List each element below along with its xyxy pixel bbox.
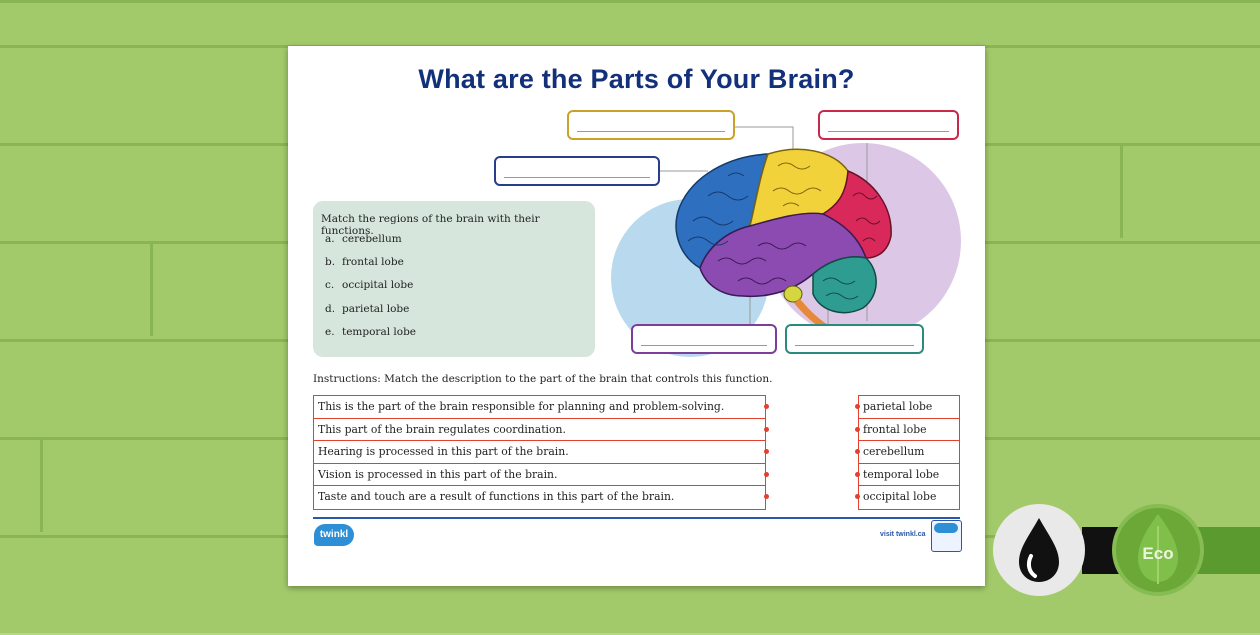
match-dot[interactable]: [764, 471, 769, 477]
wood-joint: [1120, 143, 1123, 238]
region-item: e. temporal lobe: [325, 321, 416, 344]
region-item: c. occipital lobe: [325, 274, 416, 297]
description-row: This part of the brain regulates coordin…: [314, 419, 769, 441]
footer-url: visit twinkl.ca: [880, 531, 926, 538]
region-name: frontal lobe: [342, 256, 404, 269]
brain-diagram: [611, 126, 961, 357]
match-dot[interactable]: [855, 471, 860, 477]
connector-line: [735, 126, 794, 150]
quality-badge-icon: [931, 520, 962, 552]
eco-badge[interactable]: Eco: [1112, 504, 1204, 596]
match-dot[interactable]: [855, 426, 860, 432]
region-item: a. cerebellum: [325, 228, 416, 251]
match-dot[interactable]: [764, 426, 769, 432]
footer-divider: [313, 517, 960, 519]
eco-label: Eco: [1142, 544, 1174, 563]
answer-row: temporal lobe: [855, 464, 959, 486]
region-item: b. frontal lobe: [325, 251, 416, 274]
task-heading: Match the regions of the brain with thei…: [321, 213, 540, 237]
twinkl-logo: twinkl: [314, 524, 354, 546]
wood-plank: [0, 0, 1260, 47]
region-key: e.: [325, 325, 335, 338]
ink-drop-icon: [1019, 518, 1059, 582]
region-item: d. parietal lobe: [325, 298, 416, 321]
description-row: Taste and touch are a result of function…: [314, 486, 769, 509]
region-name: temporal lobe: [342, 325, 417, 338]
region-key: b.: [325, 256, 336, 269]
region-name: cerebellum: [342, 233, 402, 245]
region-key: c.: [325, 279, 335, 292]
label-box-top-left[interactable]: [567, 110, 735, 140]
region-name: parietal lobe: [342, 302, 410, 315]
region-name: occipital lobe: [342, 279, 414, 292]
worksheet-title: What are the Parts of Your Brain?: [418, 64, 855, 94]
answer-row: occipital lobe: [855, 486, 959, 509]
label-box-left[interactable]: [494, 156, 660, 186]
description-table: This is the part of the brain responsibl…: [313, 395, 769, 510]
region-key: d.: [325, 302, 336, 315]
wood-joint: [40, 437, 43, 532]
brain-stem-shape: [794, 299, 833, 332]
answer-table: parietal lobe frontal lobe cerebellum te…: [855, 395, 960, 510]
label-box-bottom-right[interactable]: [785, 324, 924, 354]
match-dot[interactable]: [855, 494, 860, 499]
match-dot[interactable]: [764, 494, 769, 499]
instructions-text: Instructions: Match the description to t…: [313, 373, 773, 385]
description-row: Hearing is processed in this part of the…: [314, 441, 769, 464]
label-box-bottom-left[interactable]: [631, 324, 777, 354]
leaf-icon: [1138, 514, 1178, 584]
region-list: a. cerebellum b. frontal lobe c. occipital …: [325, 228, 416, 344]
pons-shape: [783, 285, 803, 303]
cerebellum-shape: [812, 256, 877, 314]
match-dot[interactable]: [855, 404, 860, 409]
match-dot[interactable]: [764, 404, 769, 409]
description-row: Vision is processed in this part of the …: [314, 464, 769, 486]
label-box-top-right[interactable]: [818, 110, 959, 140]
task-box: Match the regions of the brain with thei…: [313, 201, 595, 357]
match-dot[interactable]: [855, 449, 860, 454]
answer-row: parietal lobe: [855, 396, 959, 419]
description-row: This is the part of the brain responsibl…: [314, 396, 769, 419]
answer-row: cerebellum: [855, 441, 959, 464]
wood-joint: [150, 241, 153, 336]
match-dot[interactable]: [764, 449, 769, 454]
worksheet: What are the Parts of Your Brain? Match …: [288, 46, 985, 586]
ink-drop-badge[interactable]: [993, 504, 1085, 596]
answer-row: frontal lobe: [855, 419, 959, 441]
region-key: a.: [325, 233, 335, 245]
